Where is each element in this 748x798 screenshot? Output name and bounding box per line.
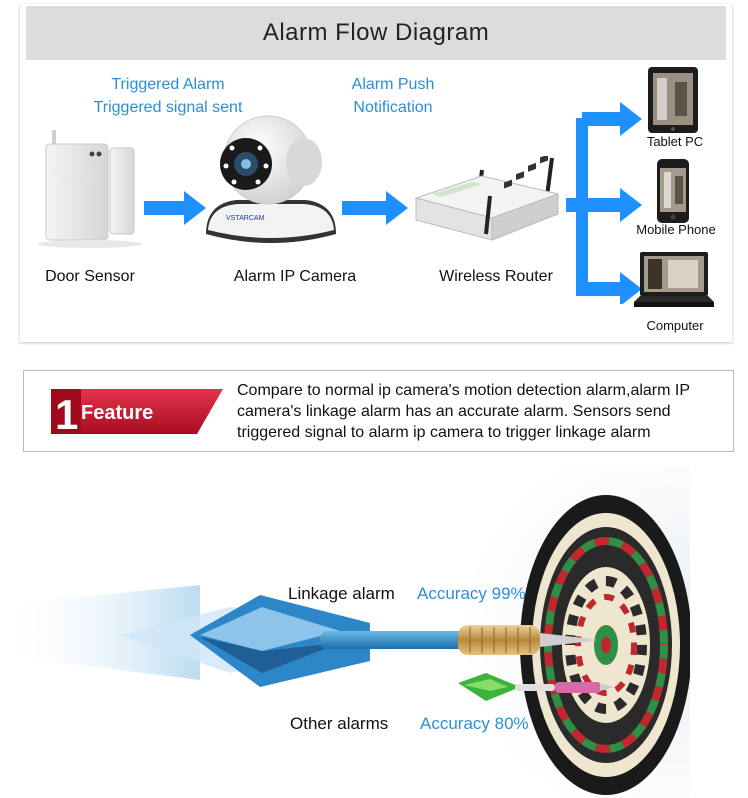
arrow-right-icon — [342, 191, 408, 225]
feature-banner: 1 Feature — [51, 389, 223, 434]
computer-image — [634, 252, 714, 307]
other-alarm-label: Other alarms — [290, 714, 389, 733]
feature-description: Compare to normal ip camera's motion det… — [237, 380, 727, 443]
phone-label: Mobile Phone — [636, 222, 716, 237]
push-note-line-1: Alarm Push — [351, 76, 435, 93]
other-dart-image — [458, 673, 614, 701]
push-note: Alarm Push Notification — [323, 73, 463, 119]
feature-number: 1 — [55, 391, 78, 434]
branch-arrows-icon — [566, 102, 642, 304]
tablet-label: Tablet PC — [646, 134, 704, 149]
dart-illustration — [0, 465, 748, 798]
flow-diagram-panel: Alarm Flow Diagram Triggered Alarm Trigg… — [20, 4, 732, 342]
linkage-dart-image — [190, 595, 598, 687]
feature-line-2: camera's linkage alarm has an accurate a… — [237, 403, 671, 420]
feature-label: Feature — [81, 402, 153, 424]
trigger-note-line-1: Triggered Alarm — [111, 76, 225, 93]
trigger-note-line-2: Triggered signal sent — [93, 99, 243, 116]
feature-line-3: triggered signal to alarm ip camera to t… — [237, 424, 651, 441]
diagram-title: Alarm Flow Diagram — [26, 6, 726, 60]
camera-brand-text: VSTARCAM — [226, 215, 265, 222]
feature-line-1: Compare to normal ip camera's motion det… — [237, 382, 691, 399]
tablet-image — [648, 67, 698, 133]
other-accuracy: Accuracy 80% — [420, 714, 529, 733]
push-note-line-2: Notification — [353, 99, 433, 116]
linkage-accuracy: Accuracy 99% — [417, 584, 526, 603]
ip-camera-image: VSTARCAM — [206, 115, 336, 243]
feature-box: 1 Feature Compare to normal ip camera's … — [23, 370, 734, 452]
phone-image — [657, 159, 689, 223]
trigger-note: Triggered Alarm Triggered signal sent — [78, 73, 258, 119]
router-image — [414, 156, 560, 241]
router-label: Wireless Router — [439, 268, 553, 285]
door-sensor-label: Door Sensor — [45, 268, 135, 285]
linkage-alarm-label: Linkage alarm — [288, 584, 395, 603]
computer-label: Computer — [646, 318, 704, 333]
camera-label: Alarm IP Camera — [233, 268, 357, 285]
door-sensor-image — [38, 130, 142, 248]
arrow-right-icon — [144, 191, 206, 225]
dartboard-image — [520, 465, 748, 798]
